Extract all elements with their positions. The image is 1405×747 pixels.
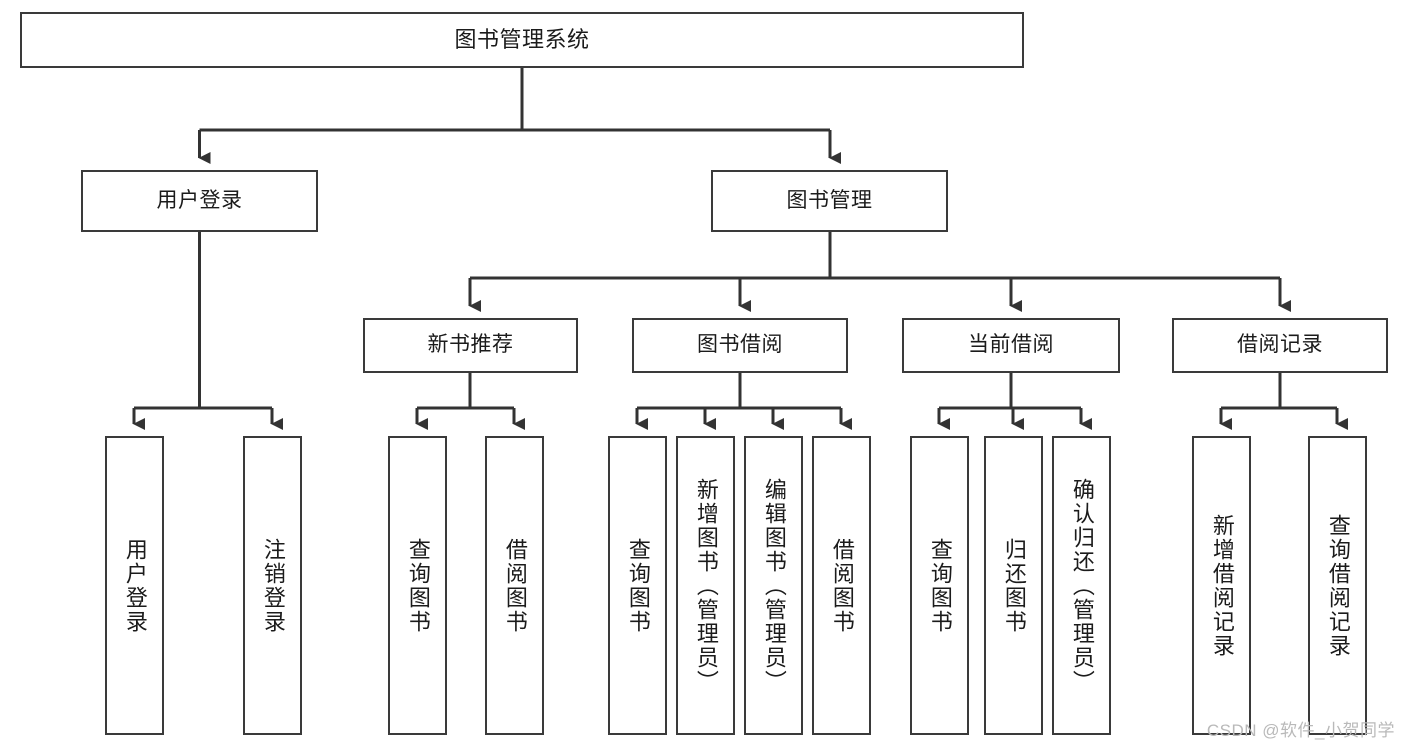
node-label: 查询借阅记录 xyxy=(1325,513,1351,658)
node-label: 归还图书 xyxy=(1001,537,1027,634)
node-label: 图书管理 xyxy=(786,188,873,212)
node-leaf-query-book-1[interactable]: 查询图书 xyxy=(388,436,447,735)
node-label: 新增图书（管理员） xyxy=(693,477,719,694)
node-label: 用户登录 xyxy=(156,188,243,212)
node-label: 确认归还（管理员） xyxy=(1069,477,1095,694)
node-leaf-return-book[interactable]: 归还图书 xyxy=(984,436,1043,735)
node-leaf-confirm-return[interactable]: 确认归还（管理员） xyxy=(1052,436,1111,735)
node-label: 查询图书 xyxy=(625,537,651,634)
node-label: 当前借阅 xyxy=(968,333,1054,357)
node-leaf-logout-login[interactable]: 注销登录 xyxy=(243,436,302,735)
node-label: 用户登录 xyxy=(122,537,148,634)
node-borrow-record[interactable]: 借阅记录 xyxy=(1172,318,1388,373)
node-label: 查询图书 xyxy=(927,537,953,634)
node-label: 借阅图书 xyxy=(502,537,528,634)
node-leaf-borrow-book-2[interactable]: 借阅图书 xyxy=(812,436,871,735)
node-leaf-query-record[interactable]: 查询借阅记录 xyxy=(1308,436,1367,735)
node-label: 新增借阅记录 xyxy=(1209,513,1235,658)
node-book-borrow[interactable]: 图书借阅 xyxy=(632,318,848,373)
node-label: 图书管理系统 xyxy=(454,26,590,52)
node-label: 编辑图书（管理员） xyxy=(761,477,787,694)
node-book-management[interactable]: 图书管理 xyxy=(711,170,948,232)
node-user-login[interactable]: 用户登录 xyxy=(81,170,318,232)
node-leaf-user-login[interactable]: 用户登录 xyxy=(105,436,164,735)
node-leaf-edit-book[interactable]: 编辑图书（管理员） xyxy=(744,436,803,735)
node-label: 查询图书 xyxy=(405,537,431,634)
node-new-book-recommend[interactable]: 新书推荐 xyxy=(363,318,578,373)
node-label: 借阅记录 xyxy=(1237,333,1323,357)
watermark-text: CSDN @软件_小贺同学 xyxy=(1206,721,1395,740)
node-leaf-add-record[interactable]: 新增借阅记录 xyxy=(1192,436,1251,735)
node-leaf-query-book-3[interactable]: 查询图书 xyxy=(910,436,969,735)
node-label: 借阅图书 xyxy=(829,537,855,634)
node-label: 注销登录 xyxy=(260,537,286,634)
node-leaf-query-book-2[interactable]: 查询图书 xyxy=(608,436,667,735)
node-leaf-add-book[interactable]: 新增图书（管理员） xyxy=(676,436,735,735)
node-label: 新书推荐 xyxy=(427,333,514,357)
node-leaf-borrow-book-1[interactable]: 借阅图书 xyxy=(485,436,544,735)
node-label: 图书借阅 xyxy=(697,333,783,357)
node-root-system[interactable]: 图书管理系统 xyxy=(20,12,1024,68)
node-current-borrow[interactable]: 当前借阅 xyxy=(902,318,1120,373)
